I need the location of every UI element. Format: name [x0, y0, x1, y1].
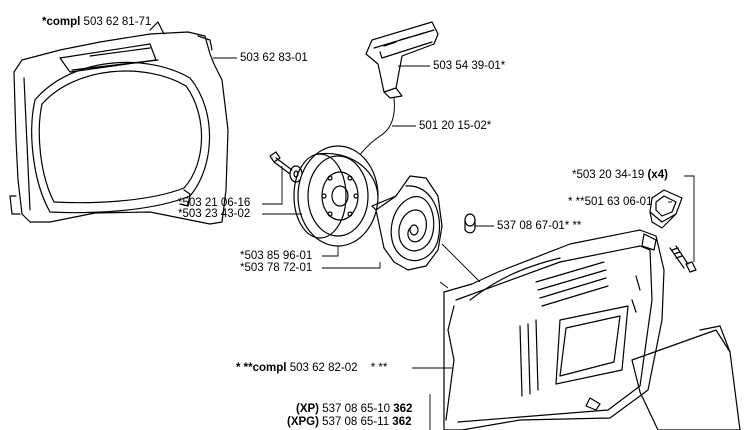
- label-pulley: *503 85 96-01: [240, 250, 313, 262]
- label-compl-top-number: 503 62 81-71: [83, 16, 152, 28]
- label-xp-number: 537 08 65-10: [322, 403, 390, 415]
- spacer: [464, 213, 476, 234]
- label-screw-x4: *503 20 34-19 (x4): [572, 169, 668, 182]
- label-screw-left: *503 21 06-16: [178, 197, 251, 209]
- label-xpg-tag: (XPG): [287, 416, 319, 428]
- label-compl-bottom-suffix: * **: [370, 362, 388, 374]
- chassis-panel: [631, 325, 741, 430]
- label-compl-bottom: * **compl 503 62 82-02 * **: [236, 362, 387, 375]
- label-compl-top: *compl 503 62 81-71: [42, 16, 151, 29]
- label-spacer: 537 08 67-01* **: [497, 220, 582, 232]
- starter-pulley: [293, 145, 379, 247]
- label-compl-bottom-prefix: * **compl: [236, 362, 287, 374]
- screw-left: [269, 151, 293, 175]
- label-xpg: (XPG) 537 08 65-11 362: [287, 416, 411, 429]
- label-xpg-number: 537 08 65-11: [322, 416, 390, 428]
- label-compl-top-prefix: *compl: [42, 16, 81, 28]
- label-xp-size: 362: [393, 403, 413, 415]
- label-compl-bottom-number: 503 62 82-02: [289, 362, 358, 374]
- label-xpg-size: 362: [392, 416, 412, 428]
- label-rope: 501 20 15-02*: [419, 120, 492, 132]
- label-xp: (XP) 537 08 65-10 362: [296, 403, 412, 416]
- starter-cover: [443, 229, 665, 430]
- label-housing: 503 62 83-01: [240, 52, 308, 64]
- starter-handle: [365, 21, 439, 99]
- label-screw-x4-qty: (x4): [647, 169, 668, 181]
- leader-lines: [213, 57, 695, 430]
- screw-right: [669, 245, 697, 273]
- label-handle: 503 54 39-01*: [433, 60, 506, 72]
- label-screw-x4-number: *503 20 34-19: [572, 169, 645, 181]
- rewind-spring: [371, 175, 443, 271]
- label-spring: *503 78 72-01: [240, 262, 313, 274]
- label-bushing: * **501 63 06-01: [568, 196, 653, 208]
- label-xp-tag: (XP): [296, 403, 319, 415]
- fan-housing: [9, 21, 229, 225]
- cover-bushing: [649, 189, 683, 229]
- label-washer-left: *503 23 43-02: [178, 208, 251, 220]
